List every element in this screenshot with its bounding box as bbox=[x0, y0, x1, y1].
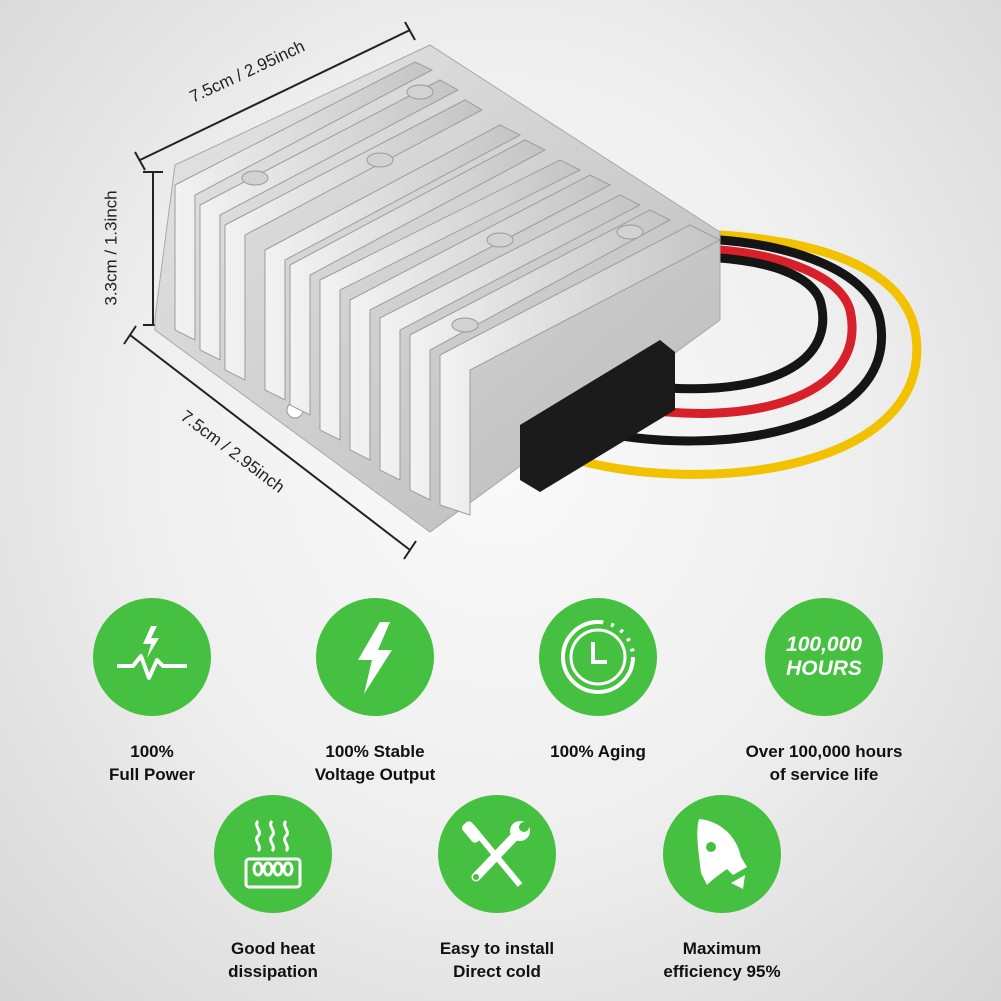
feature-heat-dissipation: Good heat dissipation bbox=[173, 795, 373, 983]
badge-number: 100,000 bbox=[786, 633, 862, 656]
converter-illustration bbox=[123, 21, 922, 560]
feature-line2: Full Power bbox=[109, 765, 195, 784]
feature-line1: Easy to install bbox=[439, 939, 555, 958]
feature-line2: dissipation bbox=[228, 962, 318, 981]
feature-line2: Direct cold bbox=[453, 962, 541, 981]
feature-line1: 100% Aging bbox=[550, 742, 646, 761]
clock-icon bbox=[539, 598, 657, 716]
feature-aging: 100% Aging bbox=[498, 598, 698, 763]
heatsink-fins bbox=[174, 61, 722, 516]
feature-line2: of service life bbox=[769, 765, 879, 784]
badge-unit: HOURS bbox=[786, 657, 862, 680]
feature-line1: Over 100,000 hours bbox=[745, 742, 903, 761]
feature-line1: Good heat bbox=[230, 939, 316, 958]
rocket-icon bbox=[663, 795, 781, 913]
feature-full-power: 100% Full Power bbox=[52, 598, 252, 786]
wire-connector bbox=[520, 340, 675, 492]
dimension-lines bbox=[123, 21, 417, 560]
feature-efficiency: Maximum efficiency 95% bbox=[622, 795, 822, 983]
feature-line2: Voltage Output bbox=[314, 765, 436, 784]
heat-dissipation-icon bbox=[214, 795, 332, 913]
feature-line1: 100% bbox=[130, 742, 174, 761]
feature-line2: efficiency 95% bbox=[663, 962, 781, 981]
lightning-bolt-icon bbox=[316, 598, 434, 716]
tools-icon bbox=[438, 795, 556, 913]
feature-line1: 100% Stable bbox=[325, 742, 425, 761]
power-pulse-icon bbox=[93, 598, 211, 716]
feature-line1: Maximum bbox=[682, 939, 762, 958]
product-image: 7.5cm / 2.95inch 3.3cm / 1.3inch 7.5cm /… bbox=[101, 21, 922, 560]
wires bbox=[555, 230, 922, 479]
dimension-height-label: 3.3cm / 1.3inch bbox=[101, 190, 121, 306]
